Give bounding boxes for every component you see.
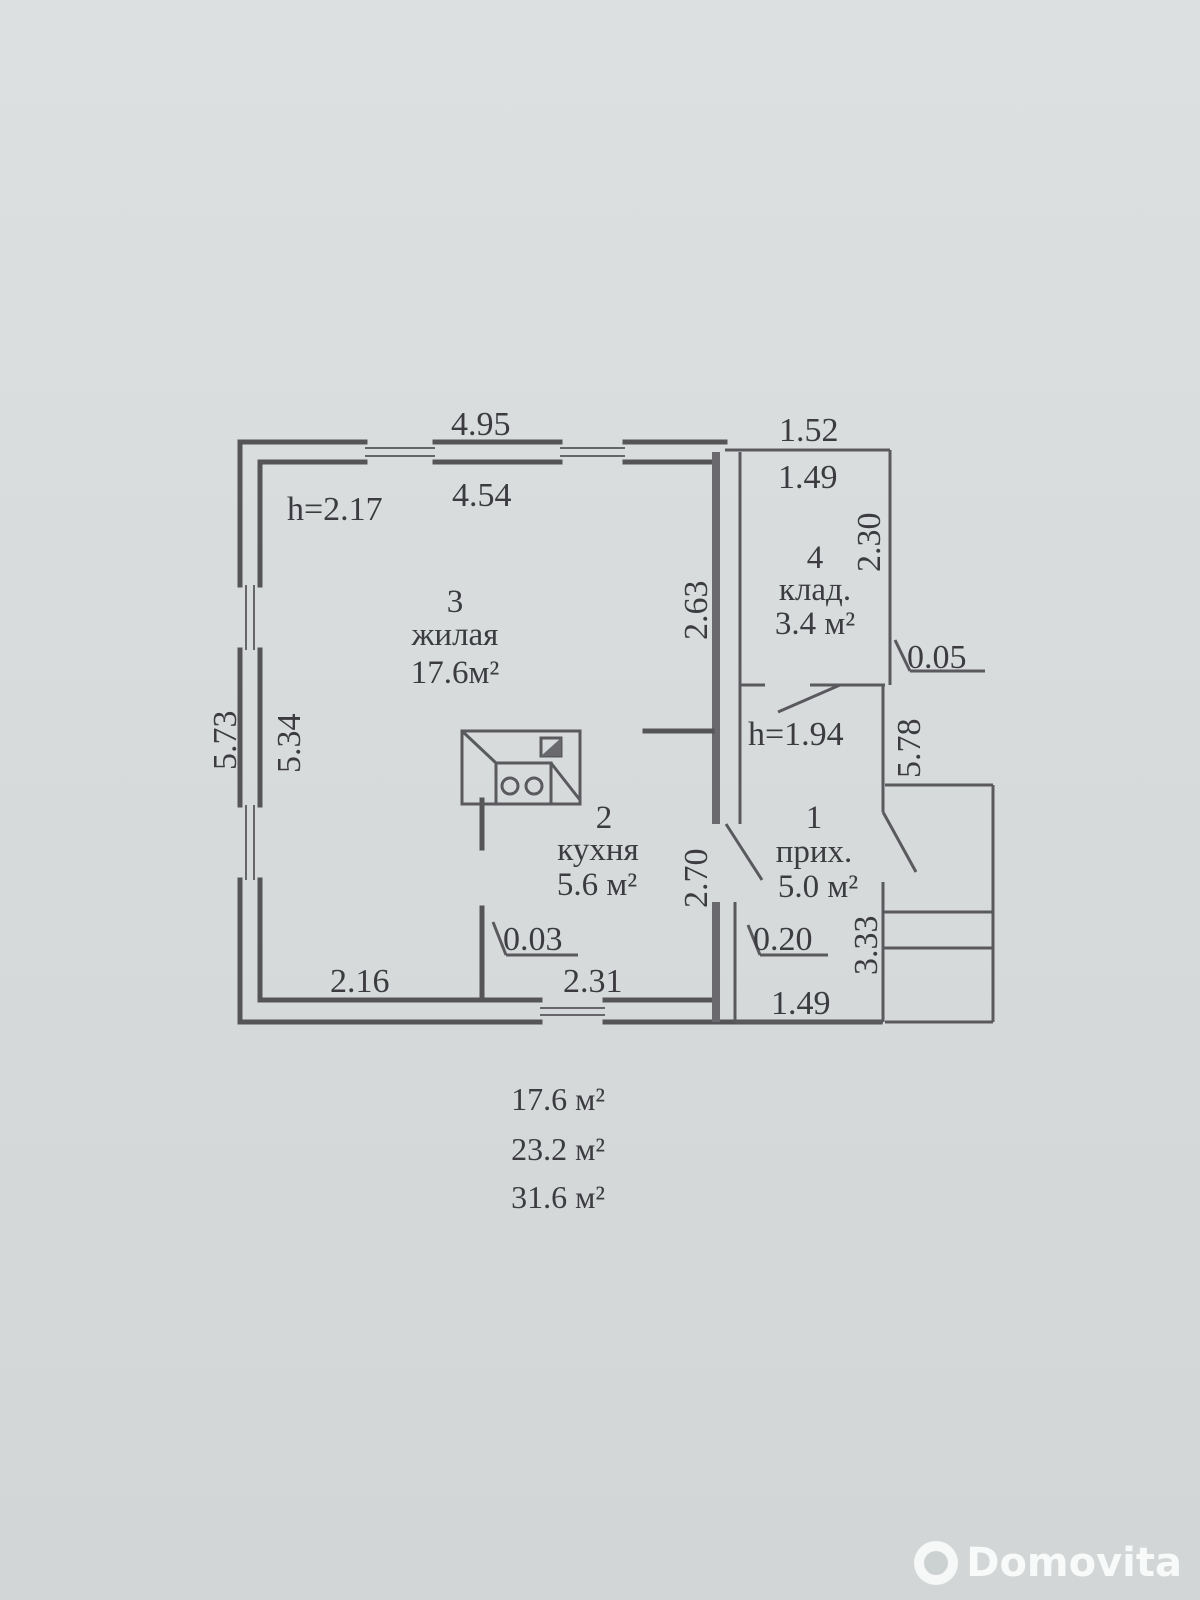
dim-top-inner-right: 1.49 bbox=[778, 459, 838, 496]
room-labels: 3 жилая 17.6м² 4 клад. 3.4 м² 2 кухня 5.… bbox=[411, 540, 859, 905]
dim-partition-upper: 2.63 bbox=[678, 581, 715, 641]
room-area: 5.0 м² bbox=[778, 869, 858, 905]
dim-bottom-left: 2.16 bbox=[330, 963, 390, 1000]
dim-top-outer-right: 1.52 bbox=[779, 412, 839, 449]
dim-top-inner-left: 4.54 bbox=[452, 477, 512, 514]
room-area: 5.6 м² bbox=[557, 867, 637, 903]
dim-bottom-right: 1.49 bbox=[771, 985, 831, 1022]
room-kitchen: 2 кухня 5.6 м² bbox=[557, 800, 639, 903]
dim-thickness-c: 0.05 bbox=[907, 639, 967, 676]
outer-walls bbox=[237, 439, 892, 1025]
area-summary: 17.6 м² 23.2 м² 31.6 м² bbox=[511, 1081, 605, 1215]
watermark-text: Domovita bbox=[966, 1540, 1182, 1586]
room-number: 1 bbox=[806, 800, 823, 836]
dim-left-inner: 5.34 bbox=[271, 714, 308, 774]
dim-bottom-mid: 2.31 bbox=[563, 963, 623, 1000]
room-number: 3 bbox=[447, 584, 464, 620]
useful-area-total: 23.2 м² bbox=[511, 1131, 605, 1167]
room-area: 3.4 м² bbox=[775, 606, 855, 642]
dim-thickness-a: 0.03 bbox=[503, 921, 563, 958]
ceiling-height-main: h=2.17 bbox=[287, 491, 383, 528]
dim-left-outer: 5.73 bbox=[207, 711, 244, 771]
dim-storage-height: 2.30 bbox=[851, 513, 888, 573]
living-area-total: 17.6 м² bbox=[511, 1081, 605, 1117]
dim-top-outer-left: 4.95 bbox=[451, 406, 511, 443]
total-area: 31.6 м² bbox=[511, 1179, 605, 1215]
room-name: прих. bbox=[776, 834, 853, 870]
porch-steps bbox=[883, 783, 995, 1024]
room-name: жилая bbox=[411, 617, 499, 653]
watermark: Domovita bbox=[914, 1540, 1182, 1586]
dim-partition-lower: 2.70 bbox=[678, 849, 715, 909]
dim-porch-side: 3.33 bbox=[848, 916, 885, 976]
domovita-logo-icon bbox=[914, 1541, 959, 1585]
dimension-labels: 4.95 4.54 1.52 1.49 5.73 5.34 2.63 2.70 … bbox=[207, 406, 967, 1022]
room-hallway: 1 прих. 5.0 м² bbox=[776, 800, 859, 905]
room-living: 3 жилая 17.6м² bbox=[411, 584, 500, 691]
room-storage: 4 клад. 3.4 м² bbox=[775, 540, 855, 642]
dim-right-outer: 5.78 bbox=[891, 719, 928, 779]
dim-thickness-b: 0.20 bbox=[753, 921, 813, 958]
room-area: 17.6м² bbox=[411, 655, 500, 691]
room-name: кухня bbox=[557, 832, 638, 868]
interior-partitions bbox=[479, 452, 918, 1022]
ceiling-height-annex: h=1.94 bbox=[748, 716, 844, 753]
dimension-leaders bbox=[491, 639, 985, 957]
room-number: 2 bbox=[596, 800, 613, 836]
room-name: клад. bbox=[779, 572, 851, 608]
stove bbox=[460, 729, 582, 806]
room-number: 4 bbox=[807, 540, 824, 576]
